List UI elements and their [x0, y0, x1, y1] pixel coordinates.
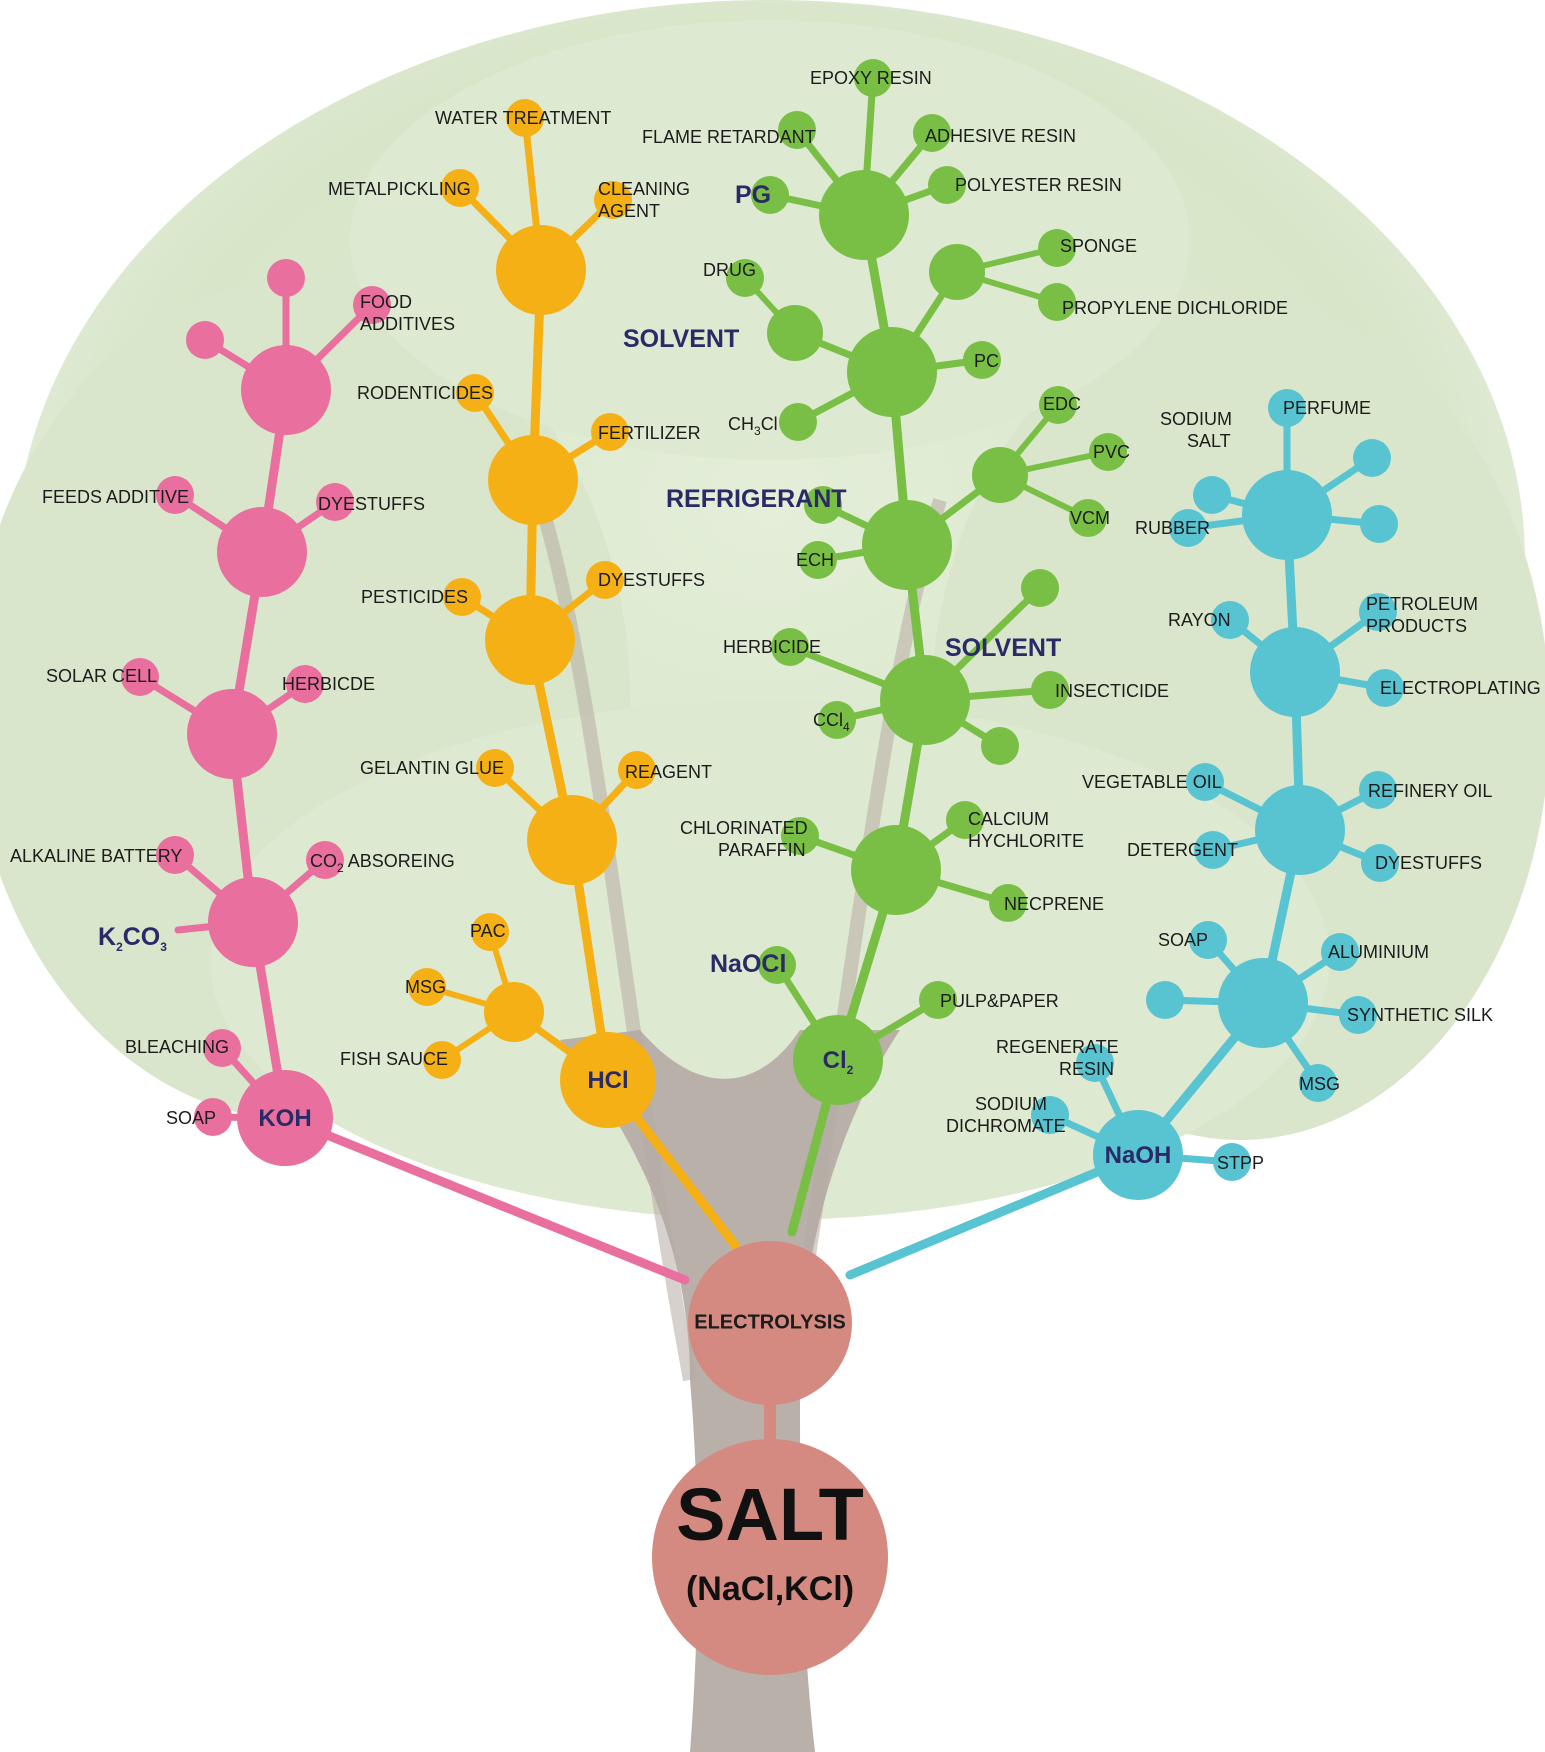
label-pg: PG — [735, 181, 771, 209]
label-msg-orange: MSG — [405, 977, 446, 997]
green-nodes — [726, 59, 1127, 1105]
label-co2-absoreing: CO2 ABSOREING — [310, 851, 455, 875]
label-solar-cell: SOLAR CELL — [46, 666, 157, 686]
label-fertilizer: FERTILIZER — [598, 423, 701, 443]
label-rayon: RAYON — [1168, 610, 1231, 630]
label-ccl4: CCl4 — [813, 710, 850, 734]
label-sodium-dichromate-2: DICHROMATE — [946, 1116, 1066, 1136]
naoh-node-label: NaOH — [1105, 1142, 1172, 1169]
label-rodenticides: RODENTICIDES — [357, 383, 493, 403]
label-rubber: RUBBER — [1135, 518, 1210, 538]
label-perfume: PERFUME — [1283, 398, 1371, 418]
label-insecticide: INSECTICIDE — [1055, 681, 1169, 701]
label-petroleum-products-2: PRODUCTS — [1366, 616, 1467, 636]
label-vegetable-oil: VEGETABLE OIL — [1082, 772, 1222, 792]
orange-nodes — [408, 99, 656, 1128]
salt-title: SALT — [676, 1473, 864, 1556]
label-electroplating: ELECTROPLATING — [1380, 678, 1541, 698]
label-dyestuffs-pink: DYESTUFFS — [318, 494, 425, 514]
label-k2co3: K2CO3 — [98, 923, 167, 954]
label-herbicide-green: HERBICIDE — [723, 637, 821, 657]
label-edc: EDC — [1043, 394, 1081, 414]
electrolysis-label: ELECTROLYSIS — [694, 1311, 846, 1333]
label-msg-cyan: MSG — [1299, 1074, 1340, 1094]
label-aluminium: ALUMINIUM — [1328, 942, 1429, 962]
label-dyestuffs-orange: DYESTUFFS — [598, 570, 705, 590]
label-polyester-resin: POLYESTER RESIN — [955, 175, 1122, 195]
label-pc: PC — [974, 351, 999, 371]
label-naocl: NaOCl — [710, 950, 786, 978]
label-propylene-dichloride: PROPYLENE DICHLORIDE — [1062, 298, 1288, 318]
label-chlorinated-paraffin-2: PARAFFIN — [718, 840, 806, 860]
label-petroleum-products-1: PETROLEUM — [1366, 594, 1478, 614]
green-labels: Cl2 NaOCl PULP&PAPER CHLORINATED PARAFFI… — [623, 68, 1288, 1077]
koh-node-label: KOH — [258, 1105, 311, 1132]
label-bleaching: BLEACHING — [125, 1037, 229, 1057]
label-flame-retardant: FLAME RETARDANT — [642, 127, 816, 147]
label-metalpickling: METALPICKLING — [328, 179, 471, 199]
cl2-node-label: Cl2 — [823, 1047, 854, 1077]
label-ech: ECH — [796, 550, 834, 570]
cyan-nodes — [1031, 389, 1404, 1200]
label-chlorinated-paraffin-1: CHLORINATED — [680, 818, 808, 838]
label-pac: PAC — [470, 921, 506, 941]
label-drug: DRUG — [703, 260, 756, 280]
label-regenerate-resin-1: REGENERATE — [996, 1037, 1119, 1057]
label-food-additives-2: ADDITIVES — [360, 314, 455, 334]
label-stpp: STPP — [1217, 1153, 1264, 1173]
label-regenerate-resin-2: RESIN — [1059, 1059, 1114, 1079]
label-adhesive-resin: ADHESIVE RESIN — [925, 126, 1076, 146]
root-nodes — [652, 1241, 888, 1675]
label-vcm: VCM — [1070, 508, 1110, 528]
label-epoxy-resin: EPOXY RESIN — [810, 68, 932, 88]
label-pesticides: PESTICIDES — [361, 587, 468, 607]
label-food-additives-1: FOOD — [360, 292, 412, 312]
salt-formula: (NaCl,KCl) — [686, 1570, 854, 1608]
label-sodium-dichromate-1: SODIUM — [975, 1094, 1047, 1114]
label-sodium-salt-1: SODIUM — [1160, 409, 1232, 429]
label-cleaning-agent-2: AGENT — [598, 201, 660, 221]
label-cleaning-agent-1: CLEANING — [598, 179, 690, 199]
pink-labels: KOH SOAP BLEACHING K2CO3 ALKALINE BATTER… — [10, 292, 455, 1132]
label-soap-pink: SOAP — [166, 1108, 216, 1128]
label-alkaline-battery: ALKALINE BATTERY — [10, 846, 182, 866]
cyan-labels: NaOH STPP SODIUM DICHROMATE REGENERATE R… — [946, 398, 1541, 1173]
label-pvc: PVC — [1093, 442, 1130, 462]
label-sodium-salt-2: SALT — [1187, 431, 1231, 451]
root-labels: ELECTROLYSIS SALT (NaCl,KCl) — [676, 1311, 864, 1608]
label-calcium-hychlorite-2: HYCHLORITE — [968, 831, 1084, 851]
label-feeds-additive: FEEDS ADDITIVE — [42, 487, 189, 507]
label-sponge: SPONGE — [1060, 236, 1137, 256]
label-refrigerant: REFRIGERANT — [666, 485, 847, 513]
label-refinery-oil: REFINERY OIL — [1368, 781, 1492, 801]
label-soap-cyan: SOAP — [1158, 930, 1208, 950]
label-necprene: NECPRENE — [1004, 894, 1104, 914]
label-pulp-paper: PULP&PAPER — [940, 991, 1059, 1011]
label-water-treatment: WATER TREATMENT — [435, 108, 611, 128]
label-reagent: REAGENT — [625, 762, 712, 782]
label-detergent: DETERGENT — [1127, 840, 1238, 860]
hcl-node-label: HCl — [587, 1067, 628, 1094]
label-ch3cl: CH3Cl — [728, 414, 778, 438]
label-gelantin-glue: GELANTIN GLUE — [360, 758, 504, 778]
label-dyestuffs-cyan: DYESTUFFS — [1375, 853, 1482, 873]
label-herbicide-pink: HERBICDE — [282, 674, 375, 694]
orange-labels: HCl FISH SAUCE MSG PAC GELANTIN GLUE REA… — [328, 108, 712, 1094]
label-solvent-top: SOLVENT — [623, 325, 739, 353]
label-fish-sauce: FISH SAUCE — [340, 1049, 448, 1069]
label-calcium-hychlorite-1: CALCIUM — [968, 809, 1049, 829]
pink-nodes — [121, 259, 391, 1166]
label-solvent-mid: SOLVENT — [945, 634, 1061, 662]
label-synthetic-silk: SYNTHETIC SILK — [1347, 1005, 1493, 1025]
